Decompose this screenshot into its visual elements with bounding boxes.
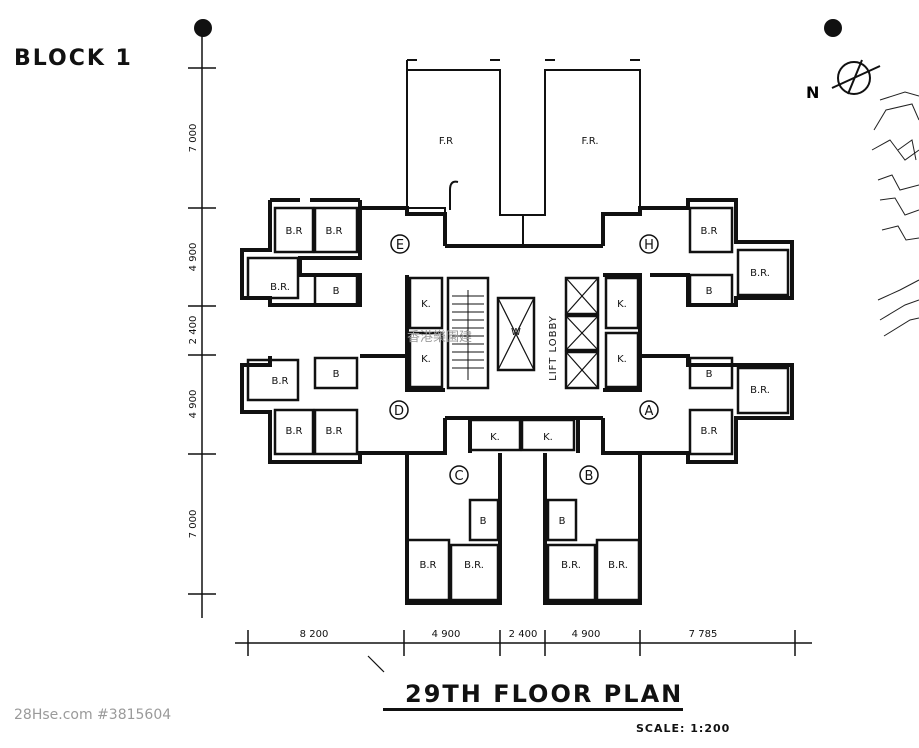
dim-v-1: 7 000 <box>188 124 199 153</box>
dim-h-4: 4 900 <box>572 629 601 640</box>
plan-title-underline <box>383 708 683 711</box>
room-kitchen-4: K. <box>617 354 627 365</box>
room-kitchen-6: K. <box>543 432 553 443</box>
flat-label-b: B <box>585 469 594 484</box>
room-br-e2: B.R <box>326 226 343 237</box>
room-kitchen-2: K. <box>421 354 431 365</box>
north-label: N <box>806 83 819 102</box>
dim-v-2: 4 900 <box>188 243 199 272</box>
lift-shafts <box>497 277 599 389</box>
room-br-h1: B.R <box>701 226 718 237</box>
room-kitchen-3: K. <box>617 299 627 310</box>
room-br-b2: B.R. <box>608 560 628 571</box>
room-br-c1: B.R <box>420 560 437 571</box>
flat-label-a: A <box>645 404 654 419</box>
flat-roof-walls <box>406 59 641 246</box>
flat-label-h: H <box>644 238 654 253</box>
site-sketch <box>871 91 919 337</box>
horizontal-dimension-labels: 8 200 4 900 2 400 4 900 7 785 <box>300 629 718 640</box>
room-bath-b: B <box>559 516 566 527</box>
room-kitchen-1: K. <box>421 299 431 310</box>
dim-v-3: 2 400 <box>188 316 199 345</box>
logo-watermark: 香港樂園建 <box>407 330 473 345</box>
flat-labels: E H D A C B <box>389 234 659 485</box>
flat-label-c: C <box>454 469 463 484</box>
vertical-dim-end-marker <box>194 19 212 37</box>
room-br-c2: B.R. <box>464 560 484 571</box>
plan-title: 29TH FLOOR PLAN <box>405 680 684 708</box>
outer-walls <box>240 198 794 605</box>
room-bath-c: B <box>480 516 487 527</box>
dim-h-2: 4 900 <box>432 629 461 640</box>
vertical-dimension-line <box>188 30 216 618</box>
room-br-e1: B.R <box>286 226 303 237</box>
room-bath-d: B <box>333 369 340 380</box>
north-arrow-icon <box>831 59 881 95</box>
room-flat-roof-left: F.R <box>439 136 453 147</box>
room-br-d2: B.R <box>286 426 303 437</box>
room-bath-a: B <box>706 369 713 380</box>
dim-h-5: 7 785 <box>689 629 718 640</box>
flat-label-d: D <box>394 404 404 419</box>
room-w: W <box>511 327 521 338</box>
scale-label: SCALE: 1:200 <box>636 722 731 735</box>
block-title: BLOCK 1 <box>14 46 133 71</box>
stair-treads <box>452 290 484 380</box>
room-br-e3: B.R. <box>270 282 290 293</box>
dim-h-3: 2 400 <box>509 629 538 640</box>
vertical-dimension-labels: 7 000 4 900 2 400 4 900 7 000 <box>188 124 199 539</box>
horizontal-dimension-line <box>235 630 812 656</box>
room-br-d3: B.R <box>326 426 343 437</box>
room-kitchen-5: K. <box>490 432 500 443</box>
dim-v-5: 7 000 <box>188 510 199 539</box>
room-bath-e: B <box>333 286 340 297</box>
room-br-a1: B.R. <box>750 385 770 396</box>
room-br-h2: B.R. <box>750 268 770 279</box>
room-labels: F.R F.R. B.R B.R B.R. B B.R B B.R B.R B.… <box>270 136 770 571</box>
dim-v-4: 4 900 <box>188 390 199 419</box>
room-br-a2: B.R <box>701 426 718 437</box>
site-watermark: 28Hse.com #3815604 <box>14 707 172 723</box>
lift-lobby-label: LIFT LOBBY <box>548 315 559 381</box>
room-bath-h: B <box>706 286 713 297</box>
room-br-b1: B.R. <box>561 560 581 571</box>
north-end-marker <box>824 19 842 37</box>
flat-label-e: E <box>396 238 404 253</box>
dim-h-1: 8 200 <box>300 629 329 640</box>
inner-walls <box>246 206 790 602</box>
room-flat-roof-right: F.R. <box>581 136 598 147</box>
room-br-d1: B.R <box>272 376 289 387</box>
